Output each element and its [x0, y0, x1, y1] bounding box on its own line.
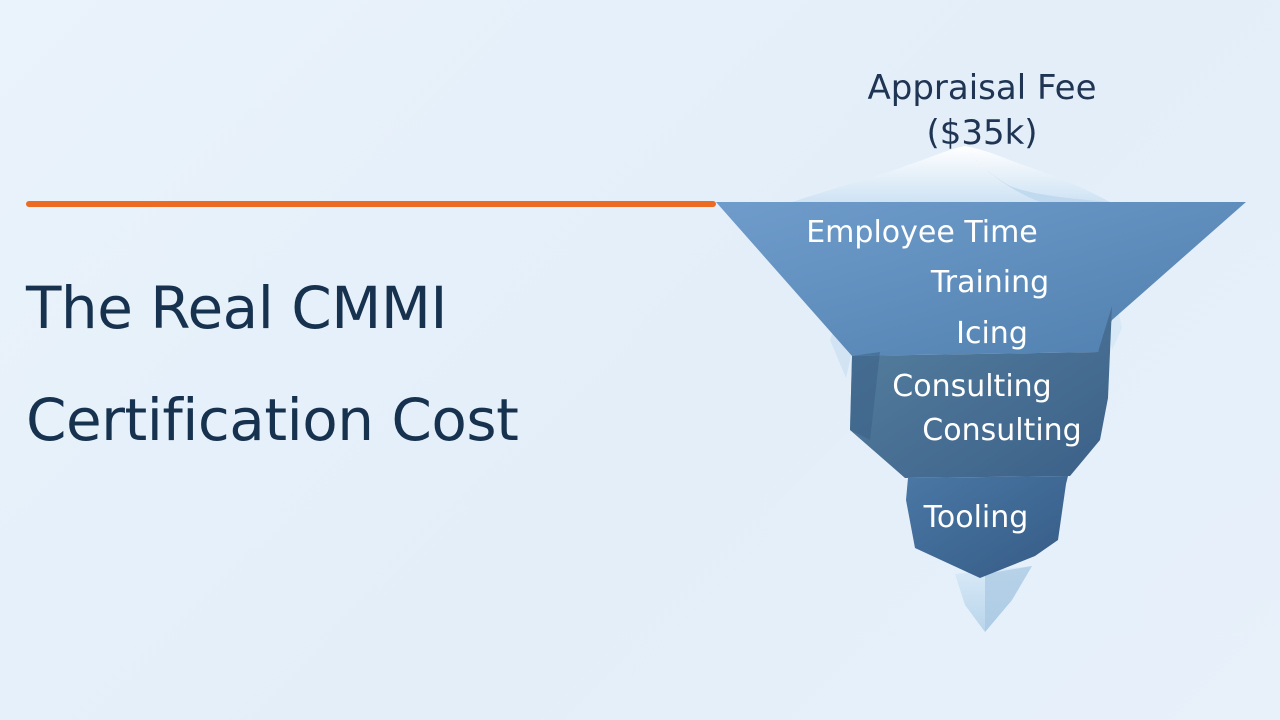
appraisal-fee-label: Appraisal Fee [867, 68, 1096, 108]
layer-label-training: Training [930, 265, 1049, 300]
iceberg-layer-2 [850, 306, 1112, 478]
iceberg-tip [792, 146, 1110, 202]
title-line-1: The Real CMMI [26, 274, 447, 342]
ice-spike-shade [985, 566, 1032, 632]
layer-label-consulting-2: Consulting [922, 413, 1081, 448]
layer-label-tooling: Tooling [923, 500, 1029, 535]
iceberg-layer-3 [906, 476, 1068, 578]
title-line-2: Certification Cost [26, 386, 519, 454]
layer-label-employee-time: Employee Time [806, 215, 1038, 250]
iceberg-layer-2-facet [850, 352, 880, 440]
iceberg-layer-1 [716, 202, 1246, 356]
layer-label-consulting: Consulting [892, 369, 1051, 404]
page-title: The Real CMMI Certification Cost [26, 252, 519, 476]
accent-line [26, 201, 716, 207]
appraisal-fee-value: ($35k) [926, 113, 1037, 153]
layer-label-icing: Icing [956, 316, 1028, 351]
